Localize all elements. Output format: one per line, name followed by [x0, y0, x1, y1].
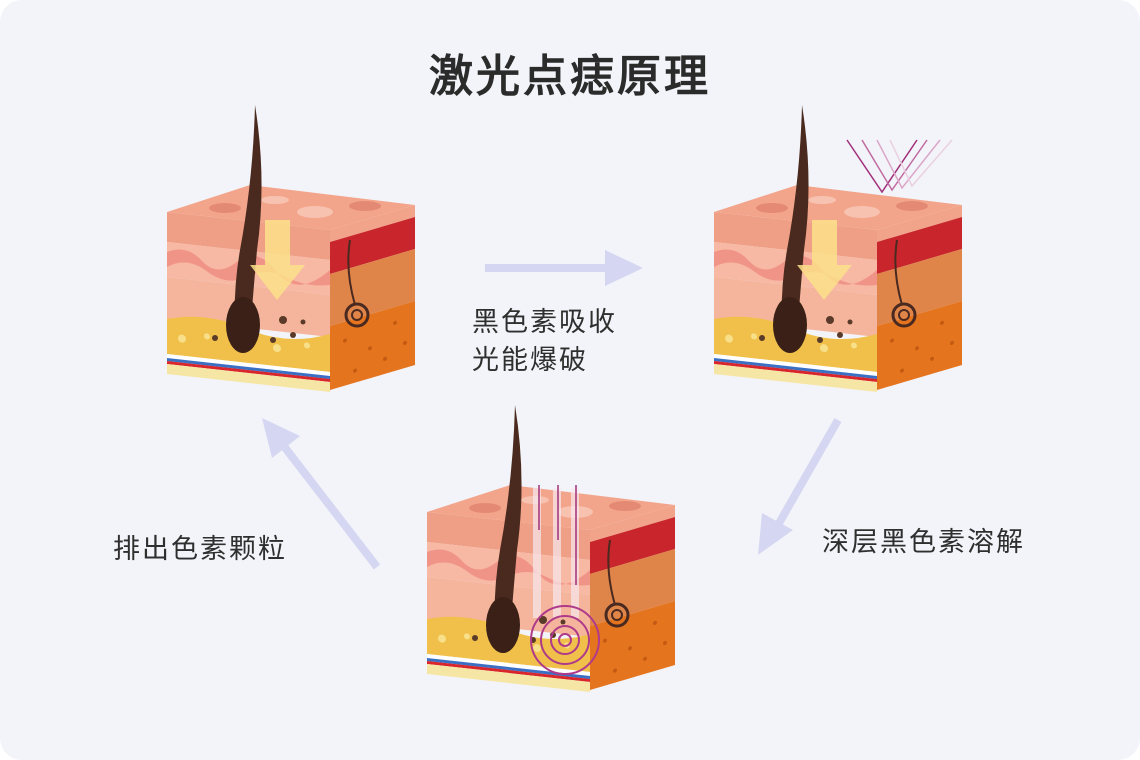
laser-rays-icon [846, 139, 953, 194]
skin-cube-laser [712, 103, 964, 394]
skin-cube-dissolve [425, 403, 677, 694]
step-label-dissolve: 深层黑色素溶解 [822, 527, 1025, 558]
arrow-right-icon [485, 250, 643, 286]
skin-cube-absorption [165, 103, 417, 394]
step-label-absorb: 黑色素吸收 [472, 307, 617, 338]
dissolve-rings-icon [530, 605, 600, 675]
page-title: 激光点痣原理 [429, 51, 711, 102]
step-label-expel: 排出色素颗粒 [113, 534, 287, 565]
laser-beams-icon [533, 485, 579, 618]
step-label-burst: 光能爆破 [472, 345, 588, 376]
light-energy-arrow-icon [250, 220, 305, 300]
arrow-up-left-icon [262, 418, 381, 570]
arrow-down-left-icon [758, 418, 842, 555]
